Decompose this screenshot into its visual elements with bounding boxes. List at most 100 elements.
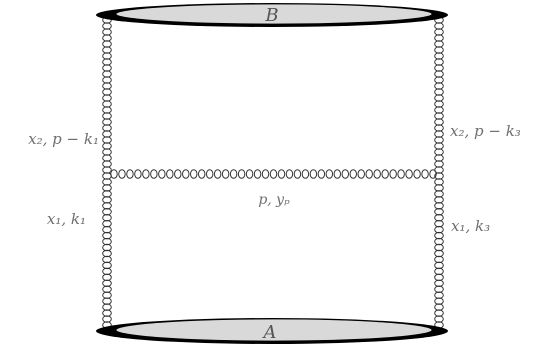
- gluon-loop: [285, 169, 294, 179]
- gluon-loop: [182, 169, 190, 179]
- gluon-right-upper: [434, 16, 444, 174]
- gluon-loop: [373, 169, 381, 179]
- gluon-loop: [317, 169, 326, 179]
- gluon-loop: [434, 148, 444, 156]
- gluon-loop: [434, 52, 444, 60]
- gluon-loop: [102, 94, 112, 102]
- gluon-loop: [434, 88, 444, 96]
- gluon-loop: [102, 88, 112, 96]
- left-lower-label: x₁, k₁: [47, 210, 86, 228]
- gluon-loop: [434, 154, 444, 162]
- gluon-loop: [434, 46, 444, 54]
- gluon-loop: [434, 136, 444, 144]
- gluon-loop: [309, 169, 318, 179]
- gluon-loop: [277, 169, 286, 179]
- gluon-loop: [102, 148, 112, 156]
- blob-a: [96, 318, 448, 344]
- gluon-loop: [293, 169, 302, 179]
- gluon-loop: [245, 169, 254, 179]
- gluon-loop: [102, 46, 112, 54]
- gluon-loop: [102, 142, 112, 150]
- gluon-loop: [102, 100, 112, 108]
- gluon-loop: [102, 160, 112, 168]
- gluon-loop: [434, 106, 444, 114]
- gluon-loop: [397, 169, 405, 179]
- blob-a-label: A: [262, 322, 277, 343]
- gluon-loop: [261, 169, 270, 179]
- gluon-loop: [237, 169, 246, 179]
- gluon-loop: [126, 169, 134, 179]
- gluon-left-upper: [102, 16, 112, 174]
- gluon-loop: [325, 169, 334, 179]
- gluon-loop: [434, 130, 444, 138]
- gluon-loop: [434, 112, 444, 120]
- gluon-loop: [434, 64, 444, 72]
- gluon-loop: [365, 169, 373, 179]
- gluon-loop: [434, 70, 444, 78]
- rung-label: p, yₚ: [258, 192, 290, 208]
- gluon-rung: [110, 169, 437, 179]
- gluon-loop: [434, 118, 444, 126]
- right-upper-label: x₂, p − k₃: [450, 122, 521, 140]
- gluon-loop: [102, 22, 112, 30]
- gluon-loop: [158, 169, 166, 179]
- gluon-loop: [381, 169, 389, 179]
- gluon-loop: [434, 142, 444, 150]
- gluon-loop: [434, 22, 444, 30]
- gluon-loop: [413, 169, 421, 179]
- gluon-loop: [434, 82, 444, 90]
- blob-b-label: B: [264, 5, 278, 26]
- gluon-loop: [102, 58, 112, 66]
- gluon-loop: [150, 169, 158, 179]
- gluon-loop: [229, 169, 238, 179]
- gluon-loop: [102, 70, 112, 78]
- gluon-loop: [102, 106, 112, 114]
- gluon-loop: [301, 169, 310, 179]
- gluon-loop: [341, 169, 350, 179]
- gluon-loop: [389, 169, 397, 179]
- gluon-loop: [102, 34, 112, 42]
- gluon-loop: [102, 40, 112, 48]
- gluon-loop: [421, 169, 429, 179]
- gluon-loop: [174, 169, 182, 179]
- right-lower-label: x₁, k₃: [451, 217, 490, 235]
- gluon-loop: [429, 169, 437, 179]
- gluon-loop: [102, 136, 112, 144]
- gluon-loop: [102, 124, 112, 132]
- gluon-right-lower: [434, 172, 444, 329]
- gluon-loop: [102, 154, 112, 162]
- gluon-loop: [357, 169, 365, 179]
- left-upper-label: x₂, p − k₁: [28, 130, 99, 148]
- gluon-loop: [110, 169, 118, 179]
- gluon-loop: [102, 118, 112, 126]
- gluon-loop: [333, 169, 342, 179]
- gluon-loop: [269, 169, 278, 179]
- gluon-loop: [434, 34, 444, 42]
- blob-b: [96, 3, 448, 27]
- gluon-loop: [102, 112, 112, 120]
- gluon-loop: [102, 52, 112, 60]
- gluon-loop: [434, 124, 444, 132]
- gluon-loop: [349, 169, 357, 179]
- gluon-loop: [102, 130, 112, 138]
- gluon-loop: [434, 94, 444, 102]
- gluon-loop: [205, 169, 214, 179]
- gluon-loop: [190, 169, 198, 179]
- gluon-loop: [221, 169, 230, 179]
- gluon-loop: [253, 169, 262, 179]
- gluon-loop: [434, 40, 444, 48]
- gluon-loop: [197, 169, 206, 179]
- gluon-loop: [434, 58, 444, 66]
- gluon-loop: [434, 28, 444, 36]
- gluon-loop: [102, 82, 112, 90]
- gluon-loop: [142, 169, 150, 179]
- gluon-loop: [118, 169, 126, 179]
- gluon-loop: [134, 169, 142, 179]
- gluon-loop: [213, 169, 222, 179]
- gluon-loop: [405, 169, 413, 179]
- gluon-loop: [102, 64, 112, 72]
- gluon-loop: [102, 76, 112, 84]
- gluon-loop: [166, 169, 174, 179]
- gluon-loop: [102, 28, 112, 36]
